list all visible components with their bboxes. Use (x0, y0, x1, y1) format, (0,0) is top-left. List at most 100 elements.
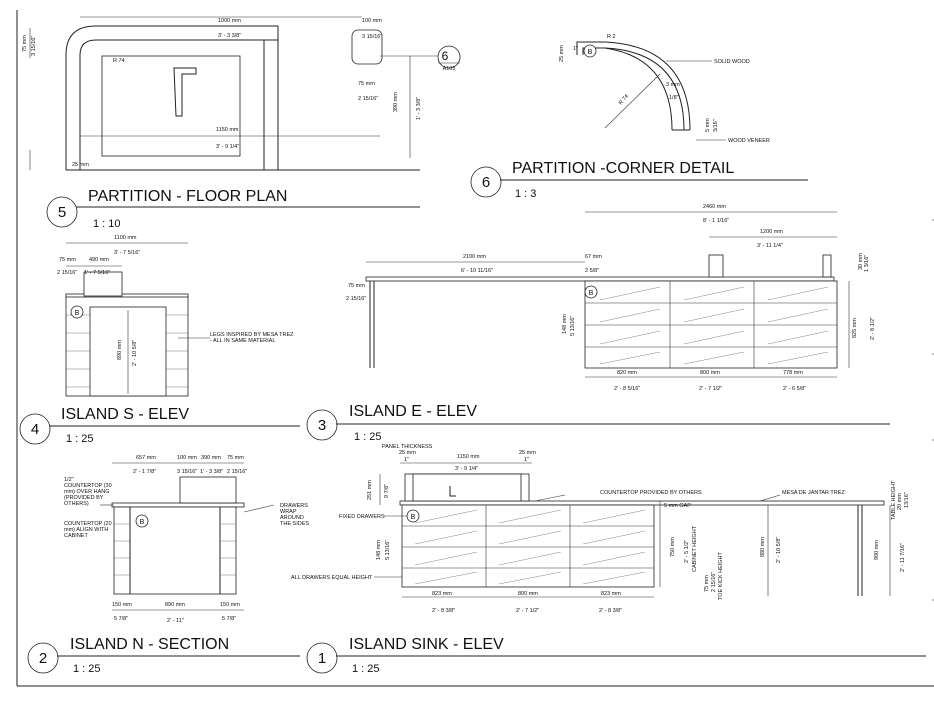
dim-778mm: 778 mm (783, 370, 803, 376)
section-tag-label: B (588, 49, 593, 56)
dim-1150mm: 1150 mm (457, 454, 480, 460)
note-legs: LEGS INSPIRED BY MESA TREZ - ALL IN SAME… (210, 332, 294, 344)
dim-imperial: 3' - 7 5/16" (114, 250, 140, 256)
dim-30mm: 30 mm (858, 253, 864, 270)
dim-imperial: 2' - 7 1/2" (699, 386, 722, 392)
dim-25mm: 25 mm (559, 45, 565, 62)
dim-880mm: 880 mm (760, 537, 766, 557)
section-tag-label: B (411, 514, 416, 521)
dim-823mm: 823 mm (601, 591, 621, 597)
note-table-height: TABLE HEIGHT (891, 480, 897, 520)
detail-callout[interactable] (437, 45, 461, 69)
dim-imperial: 6' - 10 11/16" (461, 268, 493, 274)
note-toe-kick: TOE KICK HEIGHT (718, 551, 724, 600)
note-countertop-by-others: COUNTERTOP PROVIDED BY OTHERS (600, 490, 702, 496)
dim-imperial: 2' - 11" (167, 618, 184, 624)
floor-plan-panel (101, 55, 241, 157)
view-number: 2 (39, 650, 47, 667)
dim-890mm: 890 mm (117, 340, 123, 360)
dim-25mm: 25 mm (399, 450, 416, 456)
view-number: 6 (482, 174, 490, 191)
dim-imperial: 2' - 8 1/2" (870, 317, 876, 340)
dim-imperial: 1" (404, 457, 409, 463)
note-drawers-wrap: DRAWERS WRAP AROUND THE SIDES (280, 503, 310, 527)
island-sink-elevation: B 1150 mm 3' - 9 1/4" 25 mm 1" 25 mm 1" … (291, 444, 926, 675)
dim-imperial: 5 7/8" (114, 616, 128, 622)
dim-25mm: 25 mm (519, 450, 536, 456)
dim-imperial: 3' - 3 3/8" (218, 33, 241, 39)
section-tag-label: B (140, 519, 145, 526)
dim-800mm: 800 mm (700, 370, 720, 376)
view-title: ISLAND N - SECTION (70, 636, 229, 653)
island-e-elevation: B 2100 mm 6' - 10 11/16" 2460 mm 8' - 1 … (306, 204, 890, 443)
view-number-circle (27, 642, 59, 674)
dim-800mm: 800 mm (518, 591, 538, 597)
dim-imperial: 2' - 10 5/8" (776, 537, 782, 563)
dim-imperial: 3/16" (713, 119, 719, 132)
dim-imperial: 2 15/16" (57, 270, 77, 276)
dim-imperial: 2' - 10 5/8" (132, 340, 138, 366)
dim-imperial: 3' - 11 1/4" (757, 243, 783, 249)
callout-sheet: A105 (443, 66, 456, 72)
dim-imperial: 3' - 9 1/4" (455, 466, 478, 472)
dim-imperial: 2 5/8" (585, 268, 599, 274)
view-scale: 1 : 25 (66, 433, 94, 445)
dim-imperial: 3 15/16" (362, 34, 382, 40)
dim-150mm: 150 mm (112, 602, 132, 608)
view-scale: 1 : 25 (73, 663, 101, 675)
dim-251mm: 251 mm (367, 480, 373, 500)
view-number: 1 (318, 650, 326, 667)
section-tag (135, 514, 149, 528)
dim-imperial: 1' - 3 3/8" (200, 469, 223, 475)
view-scale: 1 : 10 (93, 218, 121, 230)
dim-900mm: 900 mm (874, 540, 880, 560)
section-tag-label: B (589, 290, 594, 297)
dim-1150mm: 1150 mm (216, 127, 239, 133)
note-wood-veneer: WOOD VENEER (728, 138, 770, 144)
countertop (399, 500, 885, 506)
dim-5mm: 5 mm (705, 118, 711, 132)
dim-890mm: 890 mm (165, 602, 185, 608)
note-countertop-overhang: 1/2" COUNTERTOP (30 mm) OVER HANG (PROVI… (64, 477, 112, 507)
dim-imperial: 1" (573, 46, 578, 52)
dim-imperial: 5 13/16" (385, 540, 391, 560)
dim-imperial: 2' - 5 1/2" (684, 540, 690, 563)
section-tag-label: B (75, 310, 80, 317)
corner-post (351, 29, 383, 65)
dim-1200mm: 1200 mm (760, 229, 783, 235)
dim-657mm: 657 mm (136, 455, 156, 461)
dim-radius: R 74 (618, 94, 630, 107)
dim-750mm: 750 mm (670, 537, 676, 557)
dim-imperial: 2' - 7 1/2" (516, 608, 539, 614)
dim-imperial: 2' - 8 5/16" (614, 386, 640, 392)
view-number-circle (470, 166, 502, 198)
view-number: 4 (31, 421, 39, 438)
dim-67mm: 67 mm (585, 254, 602, 260)
dim-imperial: 9 7/8" (384, 484, 390, 498)
view-title: ISLAND S - ELEV (61, 406, 189, 423)
dim-25mm: 25 mm (72, 162, 89, 168)
countertop (111, 502, 245, 508)
note-mesa-de-jantar: MESA DE JANTAR TREZ (782, 490, 845, 496)
view-scale: 1 : 25 (354, 431, 382, 443)
section-tag (583, 44, 597, 58)
dim-490mm: 490 mm (89, 257, 109, 263)
callout-number: 6 (442, 49, 449, 63)
view-title: PARTITION -CORNER DETAIL (512, 160, 734, 177)
note-gap: 5 mm GAP (664, 503, 691, 509)
dim-390mm: 390 mm (393, 92, 399, 112)
dim-imperial: 1' - 7 5/16" (84, 270, 110, 276)
dim-imperial: 5 7/8" (222, 616, 236, 622)
dim-100mm: 100 mm (177, 455, 197, 461)
cabinet-body (584, 280, 838, 369)
dim-imperial: 2' - 1 7/8" (133, 469, 156, 475)
dim-100mm: 100 mm (362, 18, 382, 24)
view-number-circle (19, 413, 51, 445)
section-tag (584, 285, 598, 299)
partition-corner-detail: B SOLID WOOD WOOD VENEER 25 mm 1" R 74 3… (470, 34, 808, 200)
dim-2100mm: 2100 mm (463, 254, 486, 260)
dim-150mm: 150 mm (220, 602, 240, 608)
dim-imperial: 1/8" (669, 95, 679, 101)
dim-imperial: 8' - 1 1/16" (703, 218, 729, 224)
